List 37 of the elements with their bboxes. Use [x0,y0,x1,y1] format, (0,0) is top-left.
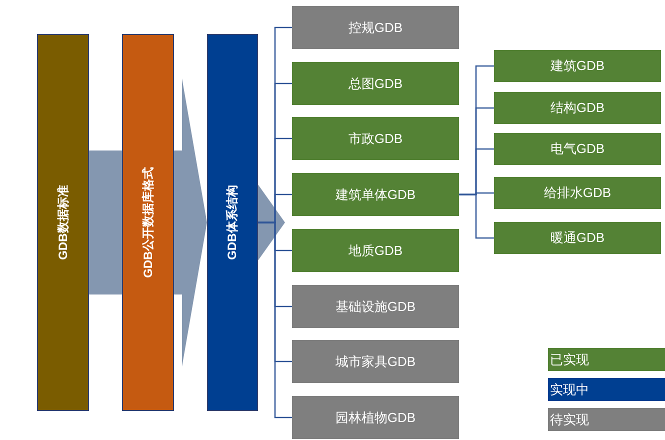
box-label: 给排水GDB [544,184,612,202]
bar-label: GDB公开数据库格式 [140,167,156,278]
category-box [494,133,661,165]
category-box [494,177,661,209]
category-box [494,50,661,82]
category-box [292,173,459,216]
box-label: 建筑GDB [550,57,605,75]
category-box [292,117,459,160]
box-label: 市政GDB [348,130,403,148]
bar-label: GDB体系结构 [224,185,240,260]
box-label: 建筑单体GDB [335,186,416,204]
box-label: 园林植物GDB [335,408,416,426]
category-box [292,6,459,49]
legend-item: 实现中 [548,378,665,401]
category-box [292,229,459,272]
category-box [494,92,661,124]
category-box [292,396,459,439]
category-box [292,340,459,383]
legend-item: 待实现 [548,408,665,431]
category-box [494,222,661,254]
legend-item: 已实现 [548,348,665,371]
box-label: 控规GDB [348,18,403,36]
box-label: 电气GDB [550,140,605,158]
bar-label: GDB数据标准 [54,185,70,260]
box-label: 城市家具GDB [335,352,416,370]
category-box [292,62,459,105]
box-label: 总图GDB [348,74,403,92]
vertical-bar [122,34,174,411]
block-arrow [258,184,285,260]
box-label: 地质GDB [348,242,403,260]
box-label: 基础设施GDB [335,298,416,316]
connector-line [459,194,494,239]
category-box [292,285,459,328]
box-label: 结构GDB [550,99,605,117]
vertical-bar [207,34,258,411]
vertical-bar [37,34,89,411]
box-label: 暖通GDB [550,229,605,247]
